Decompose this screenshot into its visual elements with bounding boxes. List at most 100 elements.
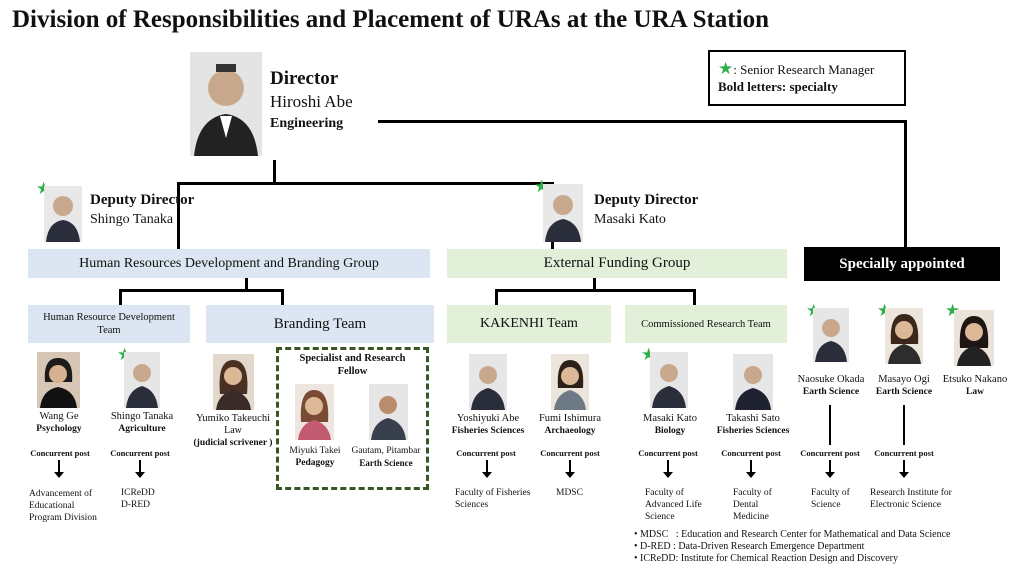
ogi-specialty: Earth Science <box>875 387 933 397</box>
kato-arrow-shaft <box>667 460 669 473</box>
connector-director-special <box>378 120 906 123</box>
takeuchi-note: (judicial scrivener ) <box>193 438 273 448</box>
legend-box: ★: Senior Research Manager Bold letters:… <box>708 50 906 106</box>
ogi-caption: Masayo Ogi Earth Science <box>868 374 940 398</box>
kato-caption: Masaki Kato Biology <box>632 413 708 437</box>
tanaka-name: Shingo Tanaka <box>110 411 174 422</box>
connector-deputies-bar <box>177 182 553 185</box>
tanaka-concurrent-label: Concurrent post <box>110 448 170 458</box>
arrow-down-icon <box>482 472 492 478</box>
sato-name: Takashi Sato <box>726 413 780 424</box>
wang-specialty: Psychology <box>36 424 82 434</box>
note-mdsc: • MDSC : Education and Research Center f… <box>634 529 951 540</box>
ishimura-specialty: Archaeology <box>544 426 596 436</box>
arrow-down-icon <box>663 472 673 478</box>
tanaka-caption: Shingo Tanaka Agriculture <box>102 411 182 435</box>
wang-destination: Advancement of Educational Program Divis… <box>29 489 97 523</box>
arrow-down-icon <box>135 472 145 478</box>
gautam-caption: Gautam, Pitambar Earth Science <box>345 445 427 469</box>
wang-name: Wang Ge <box>39 411 79 422</box>
kato-photo <box>650 352 688 408</box>
arrow-down-icon <box>565 472 575 478</box>
team-commissioned-research: Commissioned Research Team <box>625 305 787 343</box>
director-photo <box>190 52 262 156</box>
director-info: Director Hiroshi Abe Engineering <box>270 68 353 134</box>
gautam-photo <box>369 384 408 440</box>
takei-specialty: Pedagogy <box>295 458 335 468</box>
note-icredd: • ICReDD: Institute for Chemical Reactio… <box>634 553 898 564</box>
team-kakenhi: KAKENHI Team <box>447 305 611 343</box>
connector-commissioned-team <box>693 289 696 305</box>
team-branding: Branding Team <box>206 305 434 343</box>
connector-director-down <box>273 160 276 184</box>
director-role: Director <box>270 68 339 89</box>
ogi-line <box>903 405 905 445</box>
team-hr-development: Human Resource Development Team <box>28 305 190 343</box>
wang-photo <box>37 352 80 408</box>
wang-arrow-shaft <box>58 460 60 473</box>
specialist-box <box>276 347 429 490</box>
connector-kakenhi-team <box>495 289 498 305</box>
wang-concurrent-label: Concurrent post <box>30 448 90 458</box>
takeuchi-caption: Yumiko Takeuchi Law (judicial scrivener … <box>187 413 279 449</box>
deputy-tanaka-info: Deputy Director Shingo Tanaka <box>90 190 194 230</box>
group-hr-branding: Human Resources Development and Branding… <box>28 249 430 278</box>
specialist-label: Specialist and Research Fellow <box>299 353 406 377</box>
legend-bold-text: Bold letters: specialty <box>718 79 838 94</box>
okada-destination: Faculty of Science <box>811 488 850 510</box>
deputy-tanaka-role: Deputy Director <box>90 192 195 208</box>
arrow-down-icon <box>746 472 756 478</box>
legend-star-text: : Senior Research Manager <box>733 62 875 77</box>
ishimura-photo <box>551 354 589 410</box>
yabe-arrow-shaft <box>486 460 488 473</box>
connector-funding-teams-bar <box>495 289 695 292</box>
director-name: Hiroshi Abe <box>270 92 353 111</box>
gautam-name: Gautam, Pitambar <box>351 446 421 456</box>
page-title: Division of Responsibilities and Placeme… <box>12 6 769 33</box>
connector-hr-group <box>177 182 180 250</box>
wang-caption: Wang Ge Psychology <box>26 411 92 435</box>
abbreviation-notes: • MDSC : Education and Research Center f… <box>634 529 950 565</box>
tanaka-photo <box>124 352 160 408</box>
okada-caption: Naosuke Okada Earth Science <box>792 374 870 398</box>
connector-funding-down <box>593 277 596 291</box>
deputy-kato-role: Deputy Director <box>594 192 699 208</box>
deputy-kato-photo <box>543 184 583 242</box>
nakano-caption: Etsuko Nakano Law <box>936 374 1014 398</box>
okada-name: Naosuke Okada <box>797 374 865 385</box>
ogi-name: Masayo Ogi <box>878 374 930 385</box>
nakano-photo <box>954 310 994 366</box>
deputy-kato-info: Deputy Director Masaki Kato <box>594 190 698 230</box>
takeuchi-specialty: Law <box>224 425 242 436</box>
sato-arrow-shaft <box>750 460 752 473</box>
yabe-photo <box>469 354 507 410</box>
takei-caption: Miyuki Takei Pedagogy <box>280 445 350 469</box>
connector-hrdev-team <box>119 289 122 305</box>
ishimura-concurrent-label: Concurrent post <box>540 448 600 458</box>
takeuchi-name: Yumiko Takeuchi <box>195 413 271 424</box>
group-external-funding: External Funding Group <box>447 249 787 278</box>
sato-concurrent-label: Concurrent post <box>721 448 781 458</box>
connector-hr-teams-bar <box>119 289 283 292</box>
sato-destination: Faculty of Dental Medicine <box>733 488 772 522</box>
deputy-tanaka-name: Shingo Tanaka <box>90 212 174 227</box>
ishimura-name: Fumi Ishimura <box>538 413 602 424</box>
director-specialty: Engineering <box>270 116 344 131</box>
yabe-destination: Faculty of Fisheries Sciences <box>455 488 531 510</box>
ogi-photo <box>885 308 923 364</box>
star-icon: ★ <box>718 59 734 78</box>
nakano-specialty: Law <box>966 387 984 397</box>
tanaka-destination-2: D-RED <box>121 500 151 510</box>
tanaka-specialty: Agriculture <box>118 424 166 434</box>
arrow-down-icon <box>899 472 909 478</box>
tanaka-arrow-shaft <box>139 460 141 473</box>
arrow-down-icon <box>54 472 64 478</box>
deputy-tanaka-photo <box>44 186 82 242</box>
ishimura-caption: Fumi Ishimura Archaeology <box>532 413 608 437</box>
ishimura-arrow-shaft <box>569 460 571 473</box>
ishimura-destination: MDSC <box>556 488 583 498</box>
group-specially-appointed: Specially appointed <box>804 247 1000 281</box>
okada-concurrent-label: Concurrent post <box>800 448 860 458</box>
yabe-caption: Yoshiyuki Abe Fisheries Sciences <box>444 413 532 437</box>
kato-concurrent-label: Concurrent post <box>638 448 698 458</box>
